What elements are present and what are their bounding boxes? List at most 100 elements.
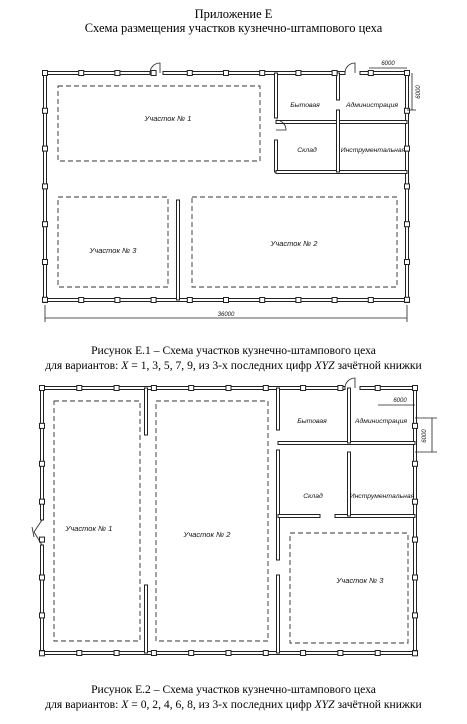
column <box>404 145 410 152</box>
column <box>186 70 193 76</box>
outer-wall <box>44 71 151 75</box>
column <box>412 422 418 429</box>
door-swing <box>31 526 35 538</box>
column <box>114 70 121 76</box>
partition <box>277 441 416 445</box>
partition <box>347 387 351 444</box>
column <box>331 297 338 303</box>
label-u3: Участок № 3 <box>89 246 138 255</box>
partition <box>275 170 408 174</box>
column <box>367 297 374 303</box>
column <box>225 650 232 656</box>
column <box>39 460 45 467</box>
column <box>78 297 85 303</box>
column <box>42 296 48 303</box>
column <box>300 385 307 391</box>
column <box>188 385 195 391</box>
column <box>39 385 45 391</box>
column <box>39 536 45 543</box>
column <box>259 70 266 76</box>
column <box>39 498 45 505</box>
partition <box>274 139 278 173</box>
column <box>404 70 410 76</box>
area-u1 <box>57 85 261 162</box>
figure2-caption: Рисунок Е.2 – Схема участков кузнечно-шт… <box>91 683 376 696</box>
partition <box>144 584 148 654</box>
figure2-variants: для вариантов: X = 0, 2, 4, 6, 8, из 3-х… <box>45 698 422 711</box>
area-u3 <box>57 196 169 288</box>
column <box>150 297 157 303</box>
column <box>367 70 374 76</box>
partition <box>276 387 280 431</box>
column <box>42 221 48 228</box>
column <box>404 221 410 228</box>
partition <box>336 109 340 173</box>
dimension-depth: 6000 <box>416 85 422 99</box>
column <box>412 650 418 657</box>
dimension-depth: 6000 <box>422 429 428 443</box>
column <box>295 297 302 303</box>
partition <box>336 72 340 101</box>
area-u3 <box>289 532 409 644</box>
label-adm: Администрация <box>345 101 398 109</box>
appendix-label: Приложение Е <box>194 7 273 21</box>
area-u1 <box>53 400 141 642</box>
label-u2: Участок № 2 <box>270 239 319 248</box>
column <box>404 107 410 114</box>
column <box>39 650 45 657</box>
label-instr: Инструментальная <box>350 493 415 500</box>
partition <box>334 514 416 518</box>
partition <box>176 199 180 301</box>
column <box>262 385 269 391</box>
label-byt: Бытовая <box>290 102 320 109</box>
column <box>374 385 381 391</box>
dimension-span: 6000 <box>393 398 407 404</box>
column <box>186 297 193 303</box>
column <box>42 259 48 265</box>
dimension-span: 6000 <box>381 61 395 67</box>
column <box>412 574 418 581</box>
column <box>404 259 410 265</box>
label-u3: Участок № 3 <box>336 576 385 585</box>
partition <box>347 451 351 517</box>
column <box>300 650 307 656</box>
column <box>39 422 45 429</box>
label-u1: Участок № 1 <box>144 114 192 123</box>
partition <box>275 120 408 124</box>
column <box>337 650 344 656</box>
outer-wall <box>359 386 416 390</box>
label-sklad: Склад <box>303 492 323 500</box>
column <box>113 385 120 391</box>
column <box>150 70 157 76</box>
figure1-variants: для вариантов: X = 1, 3, 5, 7, 9, из 3-х… <box>45 359 422 372</box>
column <box>412 385 418 391</box>
label-u2: Участок № 2 <box>183 530 232 539</box>
column <box>225 385 232 391</box>
column <box>223 70 229 76</box>
column <box>412 498 418 505</box>
outer-wall <box>40 544 44 654</box>
partition <box>276 449 280 561</box>
dimension-width: 36000 <box>218 312 235 318</box>
door-swing <box>344 377 356 389</box>
label-adm: Администрация <box>354 417 407 425</box>
door-swing <box>149 62 161 74</box>
column <box>404 296 410 303</box>
column <box>39 574 45 581</box>
column <box>331 70 338 76</box>
column <box>113 650 120 656</box>
partition <box>277 514 321 518</box>
column <box>262 650 269 656</box>
column <box>295 70 302 76</box>
partition <box>276 574 280 654</box>
column <box>223 297 229 303</box>
door-swing <box>33 519 43 546</box>
column <box>78 70 85 76</box>
column <box>42 183 48 190</box>
column <box>39 612 45 619</box>
outer-wall <box>359 71 408 75</box>
label-instr: Инструментальная <box>341 147 406 154</box>
label-byt: Бытовая <box>297 418 327 425</box>
column <box>404 183 410 190</box>
